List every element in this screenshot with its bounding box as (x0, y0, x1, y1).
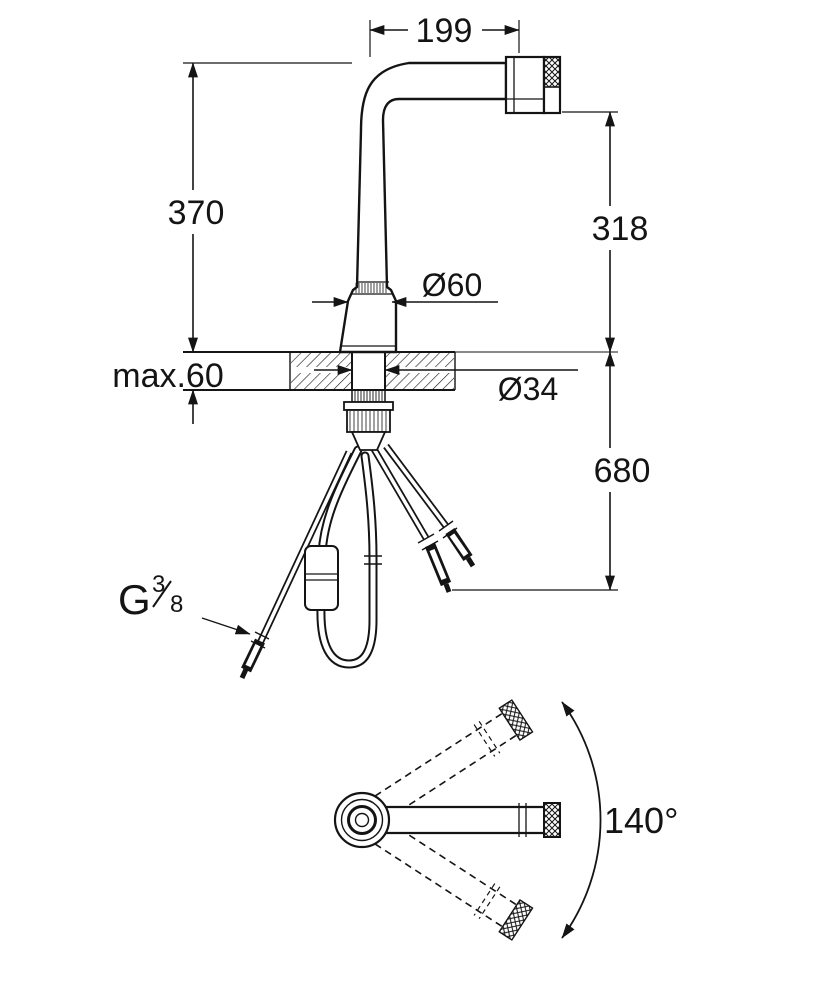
dim-label-140deg: 140° (604, 800, 678, 841)
thread-leader-arrow (201, 617, 251, 635)
mounting-nut (346, 409, 391, 433)
pullout-hose-loop (316, 445, 382, 669)
dim-label-680: 680 (594, 452, 651, 490)
below-counter-hoses (239, 443, 476, 680)
spray-head (504, 55, 562, 115)
grip-ring-knurl (355, 283, 387, 293)
dim-deck-thickness: max.60 (112, 357, 224, 424)
swivel-position-lower (374, 821, 534, 941)
spout-arm-top-view (386, 802, 561, 838)
hose-manifold (350, 431, 387, 451)
dim-hole-diameter: Ø34 (314, 365, 578, 407)
mounting-hardware (343, 389, 394, 451)
dim-label-199: 199 (416, 12, 473, 50)
supply-hose-right-b (383, 443, 476, 568)
thread-numerator: 3 (152, 571, 165, 598)
nut-knurl (349, 411, 387, 431)
deck-hatch (386, 353, 454, 367)
dim-label-dia60: Ø60 (422, 267, 482, 303)
dim-body-diameter: Ø60 (312, 267, 498, 307)
dim-spout-reach: 199 (369, 12, 520, 57)
spout-end-hatched (543, 802, 561, 838)
deck-hatch (386, 373, 454, 389)
faucet-side-view (338, 55, 562, 354)
thread-letter: G (118, 576, 151, 623)
dim-label-318: 318 (592, 210, 649, 248)
fraction-slash (152, 580, 172, 608)
deck-hatch (291, 353, 352, 367)
thread-denominator: 8 (170, 591, 183, 618)
mounting-washer (343, 401, 394, 411)
dim-outlet-height: 318 (562, 111, 649, 353)
dimensions: 199 370 318 680 Ø60 (112, 12, 651, 635)
thread-callout: G 3 8 (118, 571, 251, 635)
hose-weight (304, 545, 339, 611)
dim-label-max60: max.60 (112, 357, 224, 395)
threaded-shank (351, 389, 386, 403)
dim-label-dia34: Ø34 (498, 371, 558, 407)
faucet-top-view: 140° (333, 699, 678, 941)
swivel-arc (561, 701, 602, 939)
supply-hose-left (239, 450, 353, 680)
spray-head-body (504, 55, 546, 115)
faucet-body-outline (338, 61, 508, 354)
dim-height-above-deck: 370 (168, 62, 352, 353)
swivel-position-upper (374, 699, 534, 819)
shank-threads (354, 391, 383, 401)
swivel-base (333, 791, 391, 849)
dim-hose-length: 680 (452, 351, 651, 591)
dim-label-370: 370 (168, 194, 225, 232)
aerator-hatched (543, 56, 561, 88)
supply-hose-right-a (370, 447, 452, 593)
deck-hatch (291, 373, 352, 389)
counter-deck (183, 351, 618, 391)
